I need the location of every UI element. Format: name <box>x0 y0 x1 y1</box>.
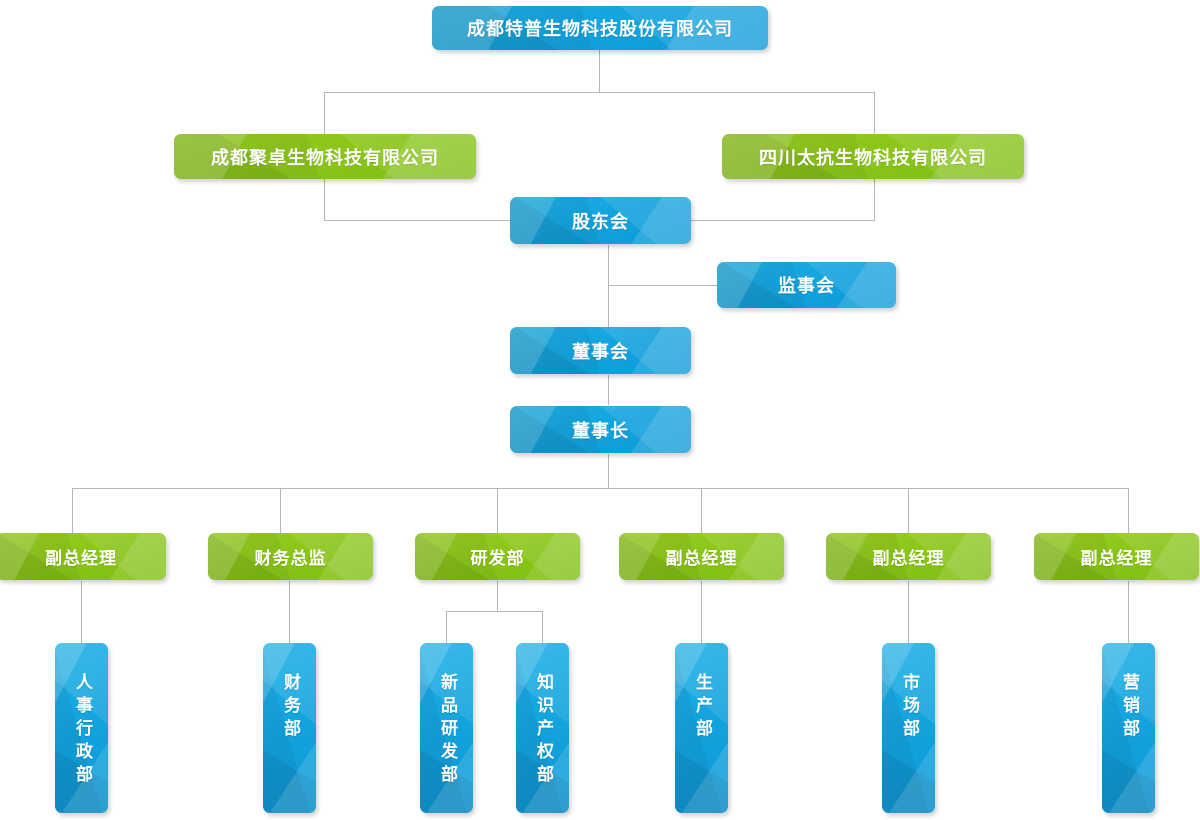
connector-drop-ip <box>542 611 543 643</box>
node-label: 副总经理 <box>1080 549 1153 569</box>
node-label: 生产部 <box>692 673 712 742</box>
node-vice-general-manager-2[interactable]: 副总经理 <box>619 533 784 580</box>
node-label: 市场部 <box>899 673 919 742</box>
node-rnd-department[interactable]: 研发部 <box>415 533 580 580</box>
node-label: 副总经理 <box>665 549 738 569</box>
connector-drop-vgm-4 <box>1128 488 1129 533</box>
node-board-of-directors[interactable]: 董事会 <box>510 327 691 374</box>
connector-level1-bus <box>324 92 875 93</box>
node-label: 知识产权部 <box>533 673 553 788</box>
node-vice-general-manager-4[interactable]: 副总经理 <box>1034 533 1199 580</box>
node-vice-general-manager-1[interactable]: 副总经理 <box>0 533 166 580</box>
connector-drop-vgm-2 <box>701 488 702 533</box>
connector-chairman-down <box>608 454 609 488</box>
node-label: 人事行政部 <box>72 673 92 788</box>
node-vice-general-manager-3[interactable]: 副总经理 <box>826 533 991 580</box>
node-label: 董事长 <box>572 420 629 442</box>
node-label: 四川太抗生物科技有限公司 <box>759 147 987 169</box>
connector-parent-down <box>599 50 600 92</box>
connector-to-supervisors <box>608 285 717 286</box>
connector-vgm4-sales <box>1128 581 1129 643</box>
connector-board-chairman <box>608 375 609 405</box>
connector-cfo-finance <box>289 581 290 643</box>
node-label: 新品研发部 <box>437 673 457 788</box>
node-sales-department[interactable]: 营销部 <box>1102 643 1155 813</box>
node-market-department[interactable]: 市场部 <box>882 643 935 813</box>
node-label: 成都聚卓生物科技有限公司 <box>211 147 439 169</box>
node-label: 财务总监 <box>254 549 327 569</box>
connector-vgm1-hr <box>81 581 82 643</box>
node-shareholders-meeting[interactable]: 股东会 <box>510 197 691 244</box>
node-parent-company[interactable]: 成都特普生物科技股份有限公司 <box>432 6 768 50</box>
connector-vgm2-prod <box>701 581 702 643</box>
connector-drop-cfo <box>280 488 281 533</box>
node-production-department[interactable]: 生产部 <box>675 643 728 813</box>
node-board-of-supervisors[interactable]: 监事会 <box>717 262 896 308</box>
node-finance-director[interactable]: 财务总监 <box>208 533 373 580</box>
node-subsidiary-right[interactable]: 四川太抗生物科技有限公司 <box>722 134 1024 179</box>
node-hr-admin-department[interactable]: 人事行政部 <box>55 643 108 813</box>
connector-rnd-down <box>497 581 498 611</box>
node-label: 成都特普生物科技股份有限公司 <box>467 19 733 40</box>
node-finance-department[interactable]: 财务部 <box>263 643 316 813</box>
connector-drop-vgm-1 <box>72 488 73 533</box>
connector-vgm3-market <box>908 581 909 643</box>
node-label: 董事会 <box>572 341 629 363</box>
connector-sub-left-to-shareholders <box>324 220 511 221</box>
node-label: 研发部 <box>470 549 525 569</box>
connector-drop-vgm-3 <box>908 488 909 533</box>
node-label: 股东会 <box>572 211 629 233</box>
connector-rnd-bus <box>446 611 543 612</box>
node-new-product-rnd-department[interactable]: 新品研发部 <box>420 643 473 813</box>
connector-drop-new-prod <box>446 611 447 643</box>
connector-shareholders-down <box>608 245 609 327</box>
connector-management-bus <box>72 488 1128 489</box>
connector-sub-right-to-shareholders <box>690 220 875 221</box>
connector-drop-rnd <box>497 488 498 533</box>
node-label: 财务部 <box>280 673 300 742</box>
node-chairman[interactable]: 董事长 <box>510 406 691 453</box>
node-ip-department[interactable]: 知识产权部 <box>516 643 569 813</box>
node-subsidiary-left[interactable]: 成都聚卓生物科技有限公司 <box>174 134 476 179</box>
node-label: 副总经理 <box>872 549 945 569</box>
node-label: 营销部 <box>1119 673 1139 742</box>
node-label: 副总经理 <box>45 549 117 569</box>
node-label: 监事会 <box>778 276 835 297</box>
